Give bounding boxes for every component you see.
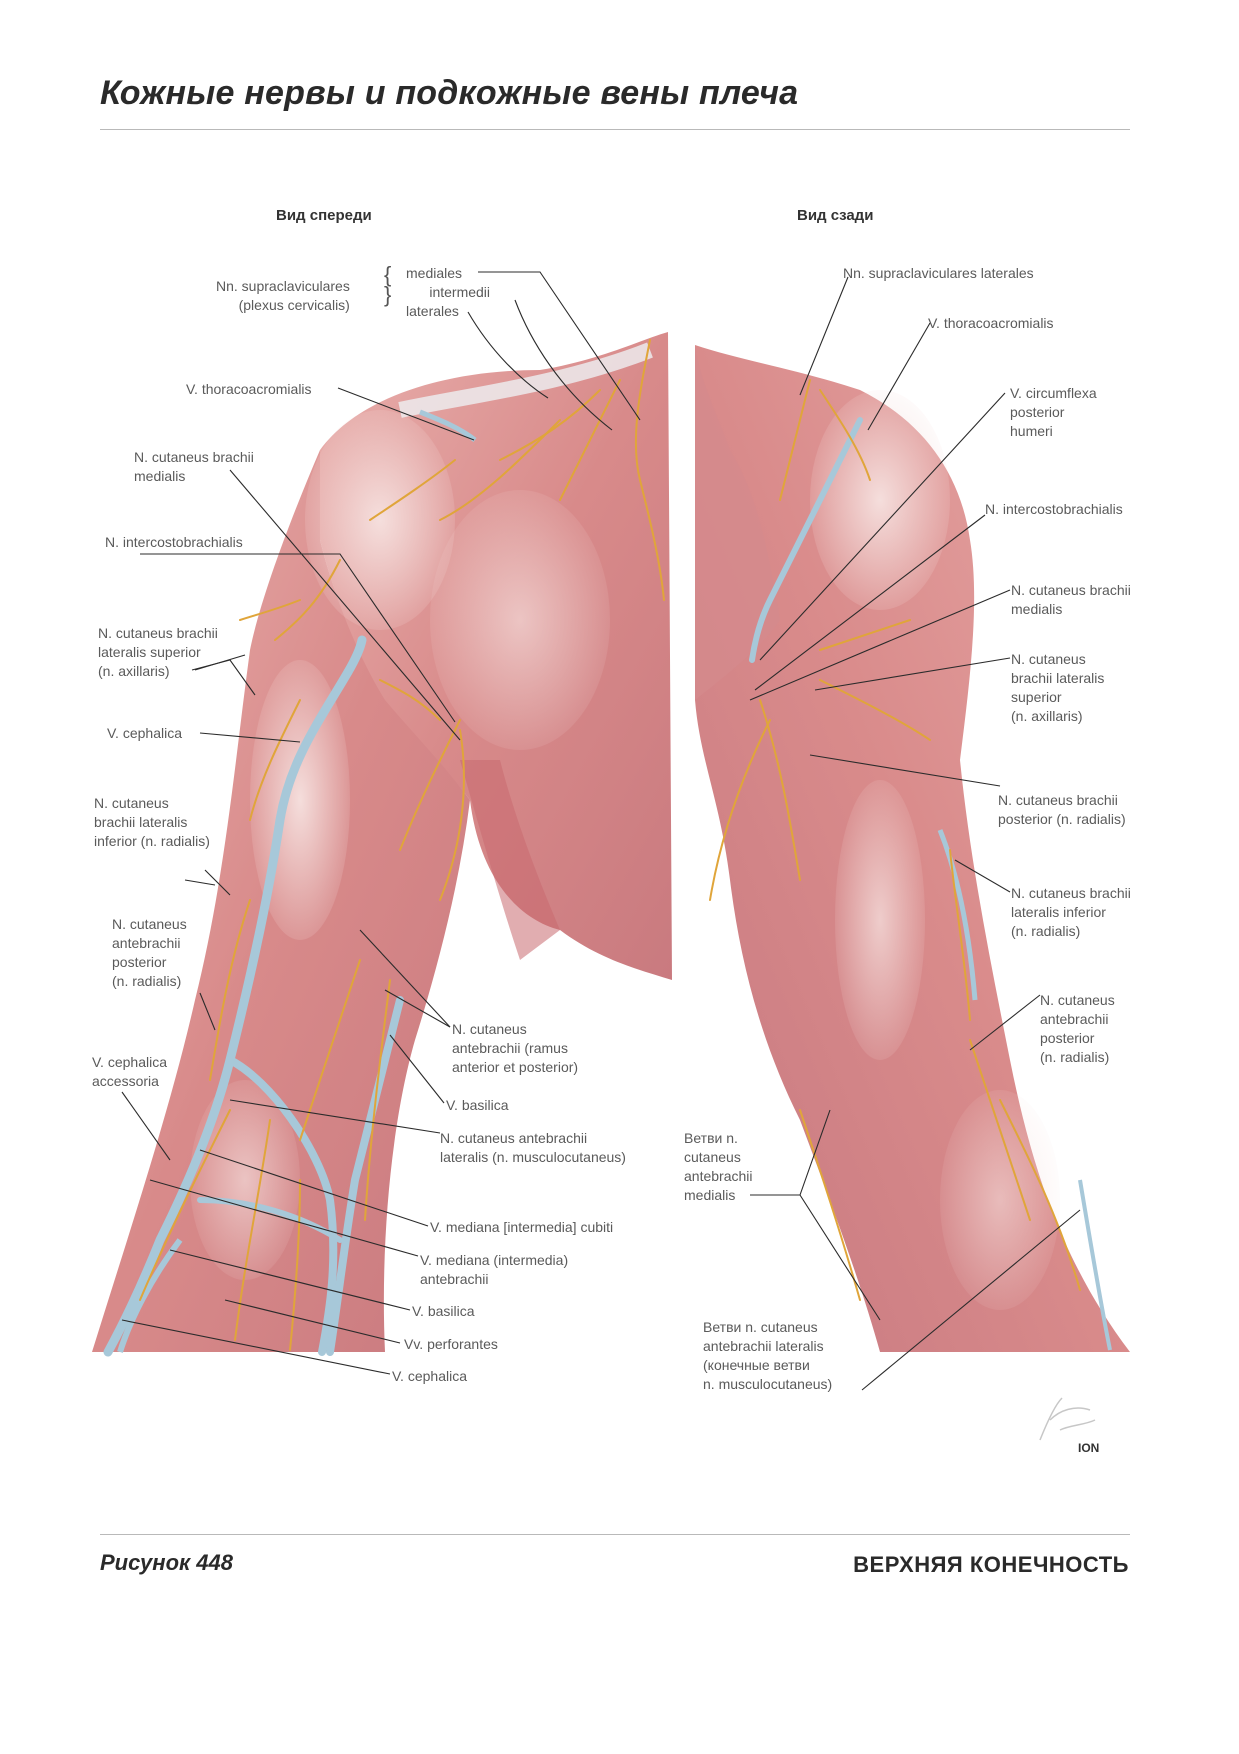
brace-front: {} bbox=[384, 262, 392, 307]
label-front-cut-antebrachii-post: N. cutaneus antebrachii posterior (n. ra… bbox=[112, 916, 187, 989]
label-front-basilica-1: V. basilica bbox=[446, 1097, 509, 1113]
label-front-cut-brachii-lat-inf: N. cutaneus brachii lateralis inferior (… bbox=[94, 795, 210, 849]
label-supraclaviculares: Nn. supraclaviculares (plexus cervicalis… bbox=[216, 278, 350, 313]
label-front-cephalica-accessoria: V. cephalica accessoria bbox=[92, 1054, 167, 1089]
figure-number: Рисунок 448 bbox=[100, 1550, 233, 1575]
label-back-rami-med: Ветви n. cutaneus antebrachii medialis bbox=[684, 1130, 753, 1203]
label-front-intercostobrach: N. intercostobrachialis bbox=[105, 534, 243, 550]
label-front-cut-antebrachii-lat: N. cutaneus antebrachii lateralis (n. mu… bbox=[440, 1130, 626, 1165]
front-arm-figure bbox=[92, 332, 672, 1357]
label-back-cut-brachii-lat-sup: N. cutaneus brachii lateralis superior (… bbox=[1011, 651, 1105, 724]
view-label-back: Вид сзади bbox=[797, 207, 874, 224]
label-front-cephalica: V. cephalica bbox=[107, 725, 182, 741]
label-front-mediana-cubiti: V. mediana [intermedia] cubiti bbox=[430, 1219, 614, 1235]
leader-lines bbox=[121, 271, 1081, 1391]
label-front-cut-antebrachii-ramus: N. cutaneus antebrachii (ramus anterior … bbox=[452, 1021, 579, 1075]
label-front-perforantes: Vv. perforantes bbox=[404, 1336, 498, 1352]
view-label-front: Вид спереди bbox=[276, 207, 372, 224]
label-back-supraclav-lat: Nn. supraclaviculares laterales bbox=[843, 265, 1034, 281]
header-rule bbox=[100, 129, 1130, 130]
artist-signature bbox=[1039, 1397, 1096, 1441]
back-arm-figure bbox=[695, 345, 1130, 1352]
label-front-cut-brachii-med: N. cutaneus brachii medialis bbox=[134, 449, 254, 484]
label-back-cut-antebrachii-post: N. cutaneus antebrachii posterior (n. ra… bbox=[1040, 992, 1115, 1065]
label-supraclav-branches: mediales intermedii laterales bbox=[406, 265, 491, 319]
page-title: Кожные нервы и подкожные вены плеча bbox=[100, 74, 799, 112]
label-front-cut-brachii-lat-sup: N. cutaneus brachii lateralis superior (… bbox=[98, 625, 218, 679]
label-front-basilica-2: V. basilica bbox=[412, 1303, 475, 1319]
publisher-logo: ION bbox=[1078, 1441, 1099, 1455]
label-back-cut-brachii-lat-inf: N. cutaneus brachii lateralis inferior (… bbox=[1011, 885, 1131, 939]
label-back-thoracoacromialis: V. thoracoacromialis bbox=[928, 315, 1054, 331]
label-back-rami-lat: Ветви n. cutaneus antebrachii lateralis … bbox=[703, 1319, 833, 1392]
label-front-cephalica-2: V. cephalica bbox=[392, 1368, 467, 1384]
label-back-circumflexa: V. circumflexa posterior humeri bbox=[1010, 385, 1097, 439]
section-title: ВЕРХНЯЯ КОНЕЧНОСТЬ bbox=[853, 1552, 1129, 1577]
label-front-mediana-antebrachii: V. mediana (intermedia) antebrachii bbox=[420, 1252, 569, 1287]
label-back-cut-brachii-med: N. cutaneus brachii medialis bbox=[1011, 582, 1131, 617]
footer-rule bbox=[100, 1534, 1130, 1535]
label-front-thoracoacromialis: V. thoracoacromialis bbox=[186, 381, 312, 397]
label-back-cut-brachii-post: N. cutaneus brachii posterior (n. radial… bbox=[998, 792, 1126, 827]
label-back-intercostobrach: N. intercostobrachialis bbox=[985, 501, 1123, 517]
